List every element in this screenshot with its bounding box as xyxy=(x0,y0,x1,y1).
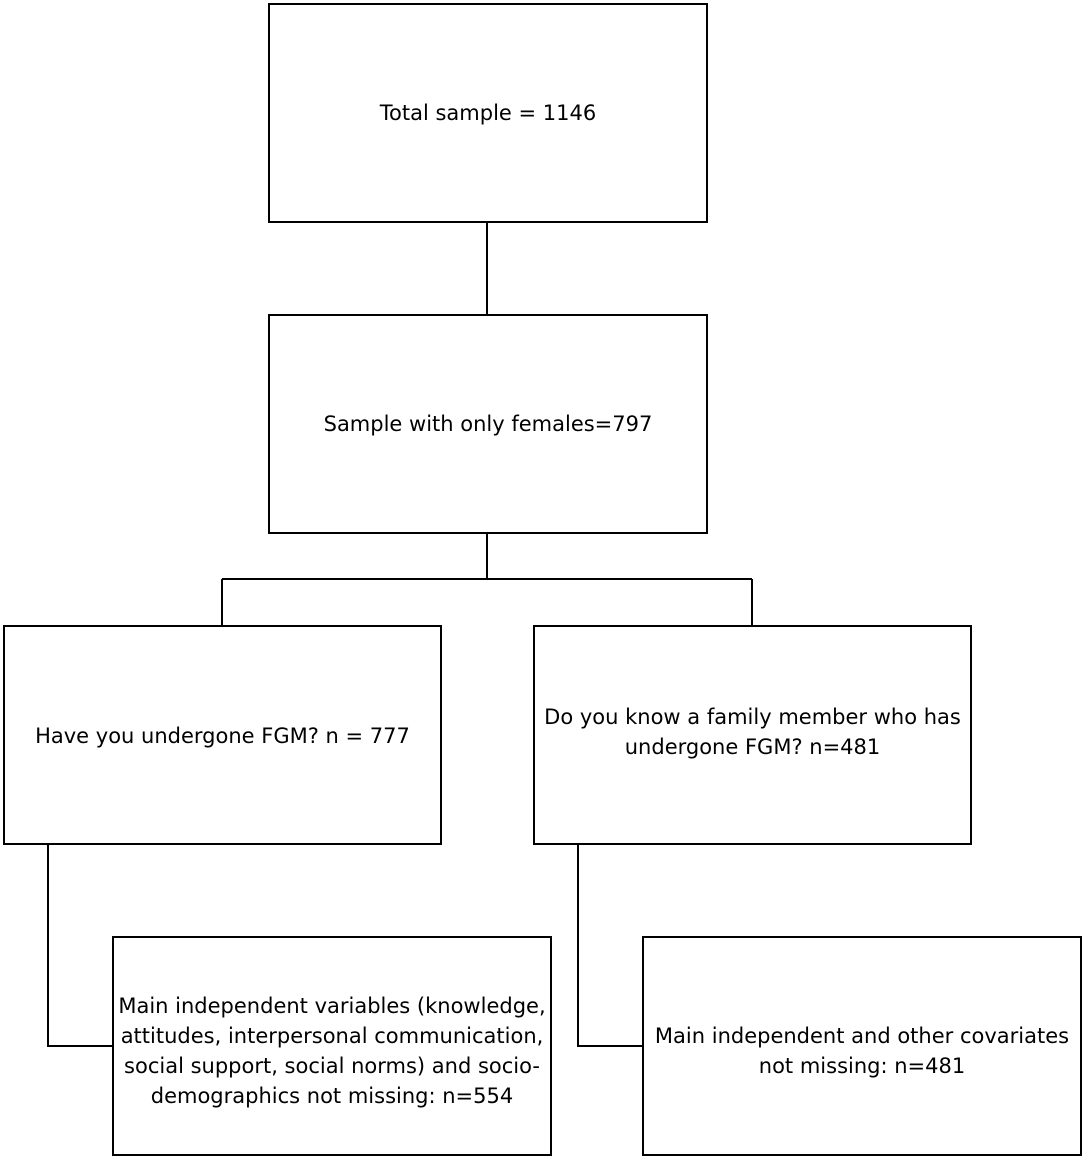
total-sample-box: Total sample = 1146 xyxy=(268,3,708,223)
undergone-fgm-box: Have you undergone FGM? n = 777 xyxy=(3,625,442,845)
females-sample-box: Sample with only females=797 xyxy=(268,314,708,534)
females-sample-text: Sample with only females=797 xyxy=(323,412,653,436)
covariates-outcome-text: Main independent and other covariates no… xyxy=(654,1024,1070,1078)
family-member-fgm-box: Do you know a family member who has unde… xyxy=(533,625,972,845)
main-variables-outcome-text: Main independent variables (knowledge, a… xyxy=(118,994,546,1108)
connector-family-to-outcome xyxy=(577,845,642,1047)
total-sample-text: Total sample = 1146 xyxy=(379,101,597,125)
undergone-fgm-text: Have you undergone FGM? n = 777 xyxy=(35,724,410,748)
main-variables-outcome-box: Main independent variables (knowledge, a… xyxy=(112,936,552,1156)
family-member-fgm-text: Do you know a family member who has unde… xyxy=(544,705,961,759)
covariates-outcome-box: Main independent and other covariates no… xyxy=(642,936,1082,1156)
connector-fgm-to-outcome xyxy=(47,845,112,1047)
